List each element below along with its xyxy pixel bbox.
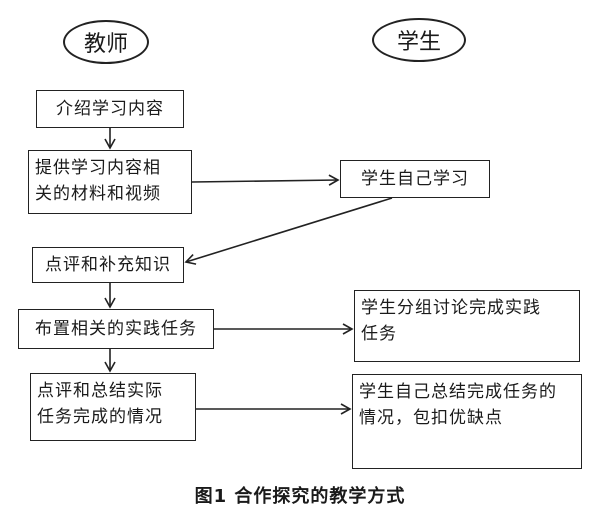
student-step-group-discussion: 学生分组讨论完成实践 任务 bbox=[354, 290, 580, 362]
teacher-step-introduce: 介绍学习内容 bbox=[36, 90, 184, 128]
student-lane-header: 学生 bbox=[372, 18, 466, 62]
figure-caption: 图1 合作探究的教学方式 bbox=[194, 486, 406, 507]
student-lane-label: 学生 bbox=[396, 30, 441, 55]
step-text-line2: 关的材料和视频 bbox=[35, 184, 161, 204]
step-text-line1: 学生自己总结完成任务的 bbox=[359, 382, 557, 402]
step-text-line1: 提供学习内容相 bbox=[35, 158, 161, 178]
teacher-step-materials: 提供学习内容相 关的材料和视频 bbox=[28, 150, 192, 214]
step-text-line1: 学生分组讨论完成实践 bbox=[361, 298, 541, 318]
student-step-self-study: 学生自己学习 bbox=[340, 160, 490, 198]
step-text: 点评和补充知识 bbox=[45, 255, 171, 275]
teacher-step-assign-task: 布置相关的实践任务 bbox=[18, 309, 214, 349]
step-text: 介绍学习内容 bbox=[56, 99, 164, 119]
teacher-lane-header: 教师 bbox=[63, 20, 149, 64]
step-text: 布置相关的实践任务 bbox=[35, 319, 197, 339]
arrow-materials-to-self-study bbox=[191, 174, 340, 186]
student-step-self-summary: 学生自己总结完成任务的 情况，包扣优缺点 bbox=[352, 374, 582, 469]
step-text-line2: 任务 bbox=[361, 324, 397, 344]
arrow-self-study-to-review bbox=[184, 197, 393, 265]
step-text-line1: 点评和总结实际 bbox=[37, 381, 163, 401]
teacher-step-review: 点评和补充知识 bbox=[32, 247, 184, 283]
step-text: 学生自己学习 bbox=[361, 169, 469, 189]
teacher-step-summarize: 点评和总结实际 任务完成的情况 bbox=[30, 373, 196, 441]
teacher-lane-label: 教师 bbox=[83, 32, 128, 57]
step-text-line2: 情况，包扣优缺点 bbox=[359, 408, 503, 428]
step-text-line2: 任务完成的情况 bbox=[37, 407, 163, 427]
